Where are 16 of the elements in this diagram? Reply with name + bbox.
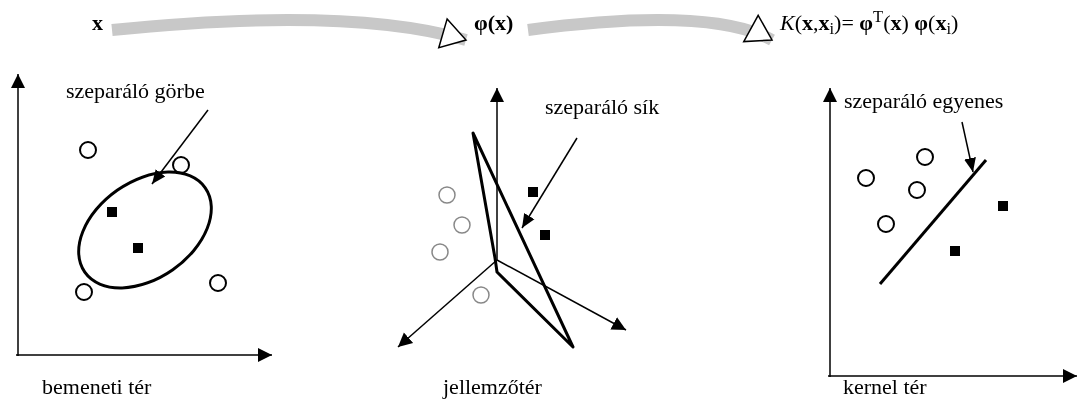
space-label: jellemzőtér (443, 373, 542, 401)
annotation-text: szeparáló sík (545, 94, 660, 119)
separating-plane (470, 130, 576, 350)
variable-label: x (92, 10, 103, 35)
curved-block-arrow (527, 14, 775, 46)
kernel-formula: K(x,x$_{i}$)= φ$^{T}$(x) φ(x$_{i}$) (780, 10, 959, 35)
annotation-text: szeparáló egyenes (844, 88, 1004, 113)
leader-arrow (961, 121, 976, 173)
curved-block-arrow (111, 14, 468, 50)
feature-map-label: φ(x) (474, 10, 514, 35)
leader-arrow (151, 109, 209, 185)
separating-line (878, 158, 988, 286)
space-label: kernel tér (843, 373, 927, 401)
annotation-text: szeparáló görbe (66, 78, 205, 103)
space-label: bemeneti tér (42, 373, 152, 401)
leader-arrow (521, 137, 578, 229)
